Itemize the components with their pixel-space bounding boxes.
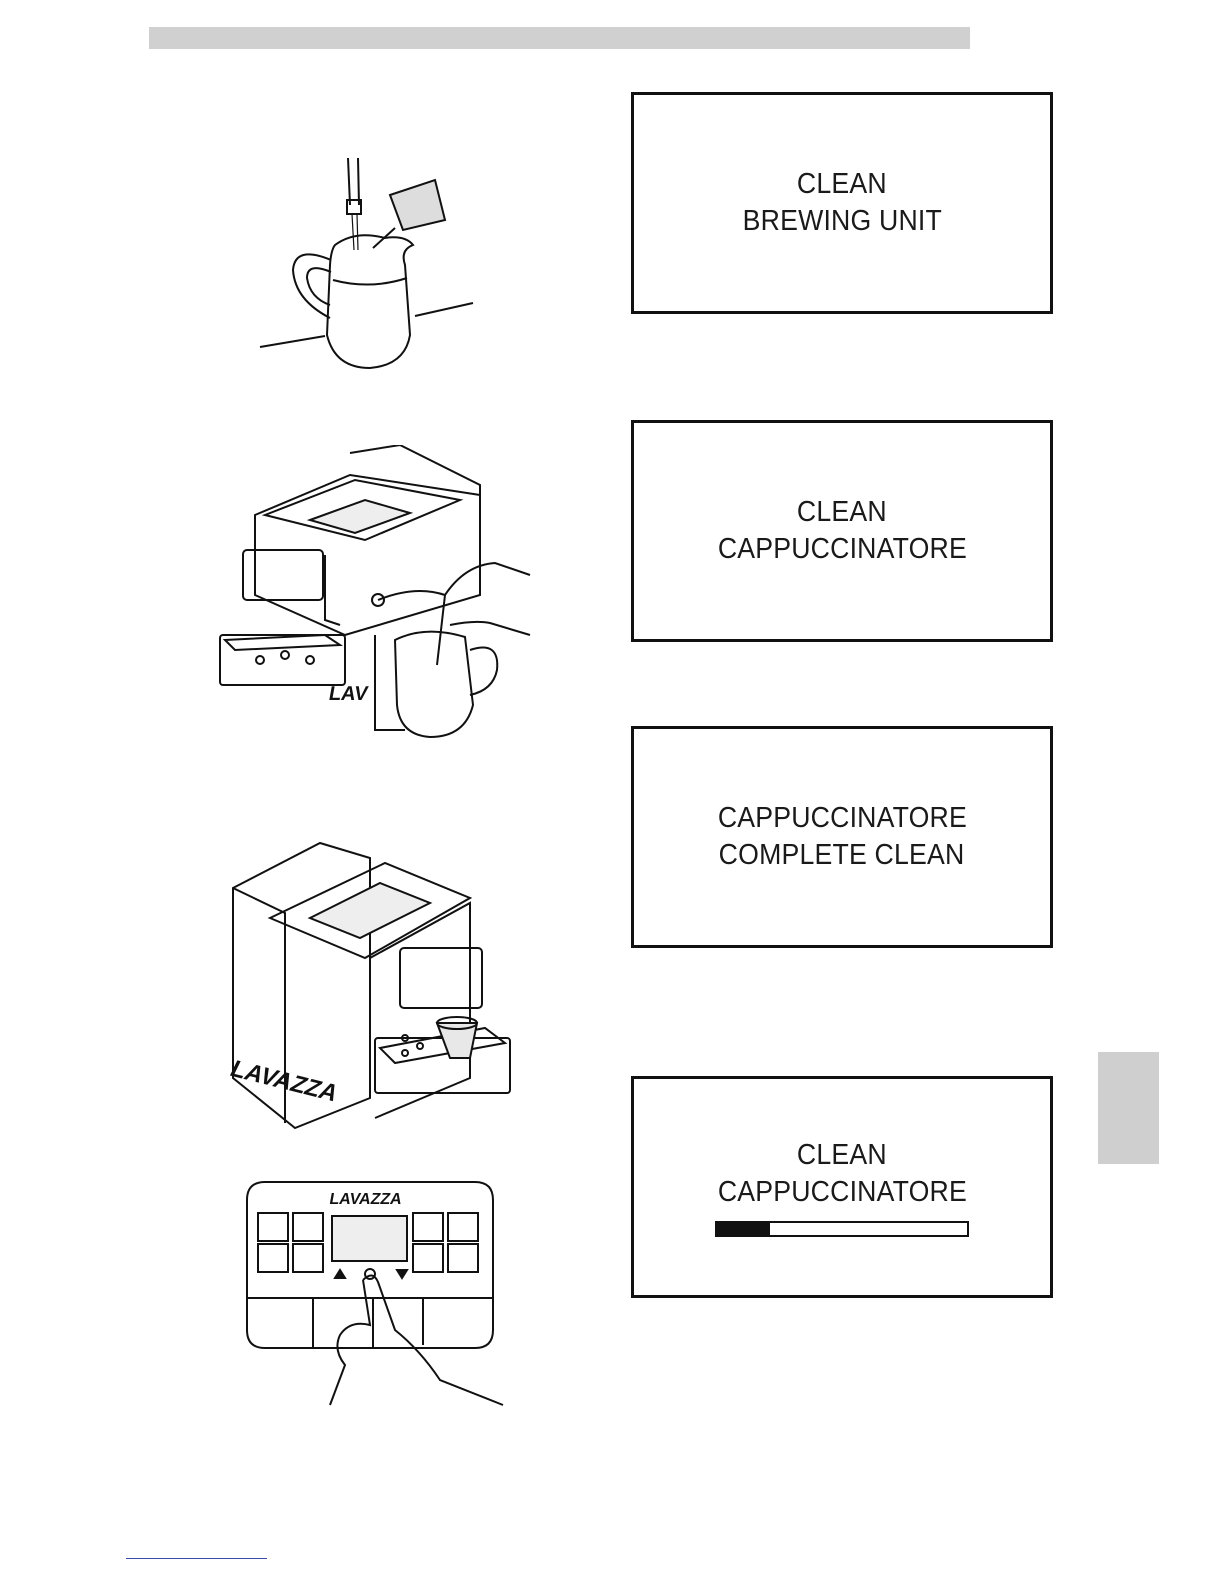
display-line: CLEAN [797, 166, 887, 203]
display-line: CAPPUCCINATORE [717, 1174, 966, 1211]
svg-text:LAV: LAV [327, 683, 370, 705]
section-tab [1098, 1052, 1159, 1164]
display-cappuccinatore-complete-clean: CAPPUCCINATORE COMPLETE CLEAN [631, 726, 1053, 948]
display-line: BREWING UNIT [742, 203, 941, 240]
machine-cup-icon: LAVAZZA [225, 838, 515, 1133]
svg-text:LAVAZZA: LAVAZZA [328, 1190, 404, 1208]
display-line: CAPPUCCINATORE [717, 531, 966, 568]
display-clean-cappuccinatore-progress: CLEAN CAPPUCCINATORE [631, 1076, 1053, 1298]
progress-bar [715, 1221, 969, 1237]
control-panel-icon: LAVAZZA [245, 1180, 505, 1410]
display-line: CLEAN [797, 494, 887, 531]
machine-tube-jug-icon: LAV [215, 445, 535, 745]
display-line: CAPPUCCINATORE [717, 800, 966, 837]
display-line: COMPLETE CLEAN [719, 837, 965, 874]
progress-fill [717, 1223, 770, 1235]
footer-rule [126, 1558, 267, 1559]
jug-sachet-icon [255, 150, 480, 380]
display-clean-brewing-unit: CLEAN BREWING UNIT [631, 92, 1053, 314]
display-clean-cappuccinatore: CLEAN CAPPUCCINATORE [631, 420, 1053, 642]
display-line: CLEAN [797, 1137, 887, 1174]
header-bar [149, 27, 970, 49]
